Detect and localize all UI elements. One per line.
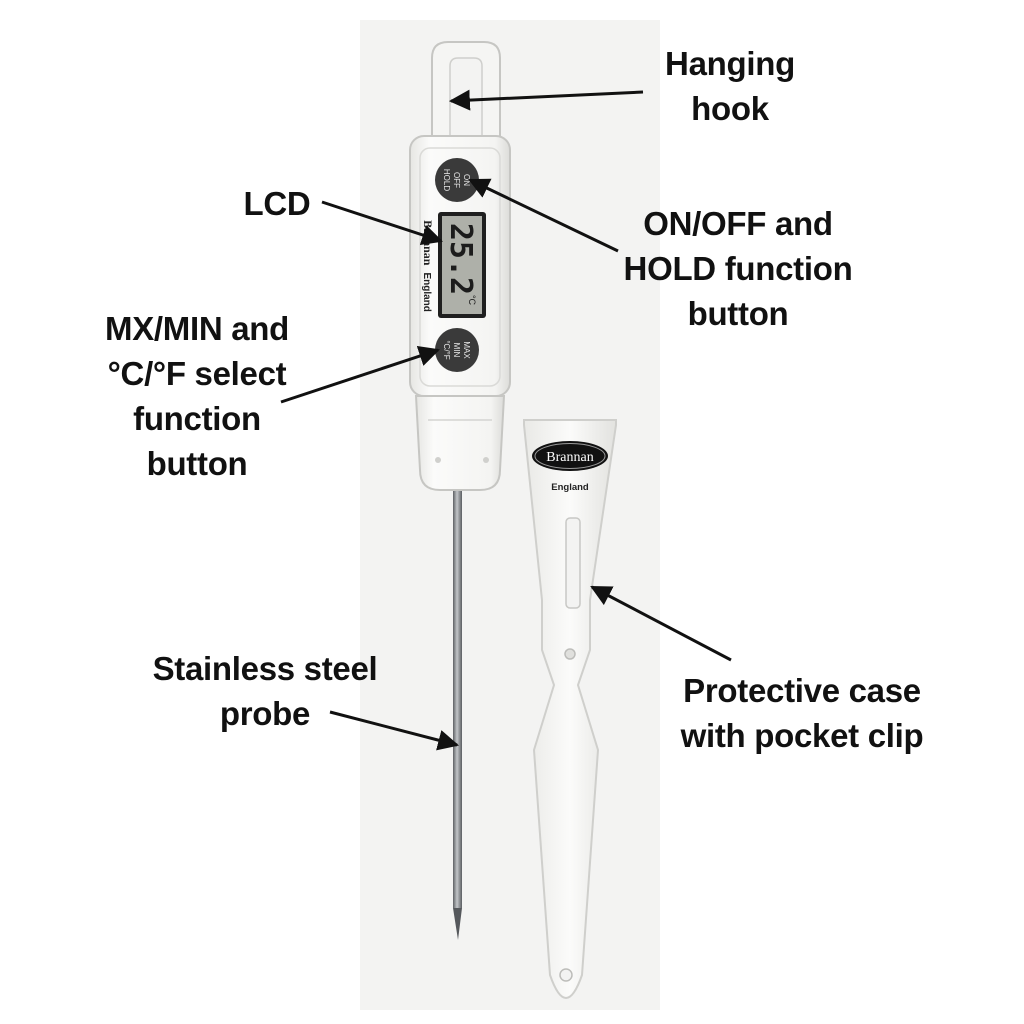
label-max-min-select: MX/MIN and °C/°F select function button — [62, 306, 332, 486]
probe-collar — [414, 395, 506, 491]
case-brand-name: Brannan — [546, 450, 593, 465]
label-line: function — [133, 400, 261, 437]
label-stainless-probe: Stainless steel probe — [125, 646, 405, 736]
label-line: ON/OFF and — [643, 205, 833, 242]
label-line: HOLD function — [623, 250, 853, 287]
body-brand-name: Brannan — [421, 220, 435, 266]
label-hanging-hook: Hanging hook — [630, 41, 830, 131]
callout-arrows — [280, 89, 732, 751]
lcd-display: 25.2 °C — [438, 212, 486, 318]
case-brand-origin: England — [551, 482, 589, 493]
top-button-line-3: HOLD — [442, 169, 451, 191]
arrow-icon — [590, 585, 732, 662]
max-min-select-button[interactable]: MAX MIN °C/°F — [435, 328, 479, 372]
arrow-icon — [280, 345, 440, 404]
arrow-icon — [448, 89, 644, 111]
pocket-clip-slot — [565, 517, 581, 609]
top-button-line-2: OFF — [452, 172, 461, 188]
case-rivet — [564, 648, 576, 660]
body-brand-origin: England — [421, 272, 432, 311]
label-lcd: LCD — [222, 181, 332, 226]
bottom-button-line-1: MAX — [462, 341, 471, 359]
label-line: Protective case — [683, 672, 921, 709]
label-protective-case: Protective case with pocket clip — [652, 668, 952, 758]
arrow-icon — [329, 710, 460, 751]
label-line: button — [146, 445, 248, 482]
bottom-button-line-2: MIN — [452, 343, 461, 358]
on-off-hold-button[interactable]: ON OFF HOLD — [435, 158, 479, 202]
arrow-icon — [321, 200, 443, 246]
label-line: button — [687, 295, 789, 332]
top-button-line-1: ON — [462, 174, 471, 186]
bottom-button-line-3: °C/°F — [442, 340, 451, 359]
label-line: MX/MIN and — [105, 310, 289, 347]
label-line: with pocket clip — [680, 717, 924, 754]
label-line: probe — [219, 695, 311, 732]
lcd-reading: 25.2 — [443, 223, 478, 295]
label-line: LCD — [243, 185, 311, 222]
label-line: Stainless steel — [152, 650, 378, 687]
label-line: hook — [691, 90, 769, 127]
label-line: Hanging — [665, 45, 795, 82]
lcd-unit: °C — [467, 295, 477, 306]
stainless-steel-probe — [453, 488, 462, 940]
label-on-off-hold: ON/OFF and HOLD function button — [593, 201, 883, 336]
case-brand-badge — [532, 441, 608, 471]
arrow-icon — [468, 178, 619, 253]
label-line: °C/°F select — [107, 355, 287, 392]
hanging-hook — [431, 41, 501, 146]
case-hang-hole — [559, 968, 573, 982]
protective-case: Brannan England — [523, 419, 617, 1000]
